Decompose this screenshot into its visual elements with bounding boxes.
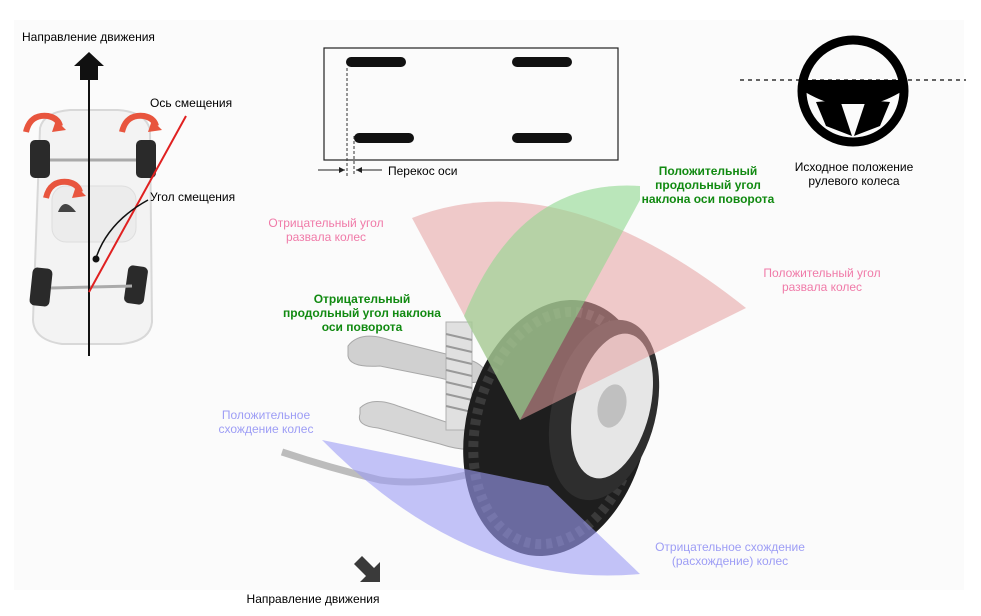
negative-toe-label: Отрицательное схождение (расхождение) ко… — [655, 540, 805, 568]
front-right-wheel — [136, 140, 156, 178]
negative-caster-label: Отрицательный продольный угол наклона ос… — [283, 292, 441, 334]
offset-angle-dot — [92, 255, 100, 263]
axle-skew-frame — [323, 47, 619, 161]
rear-right-wheel — [124, 265, 148, 305]
offset-angle-pointer — [95, 199, 149, 259]
rotate-arrow-icon — [52, 120, 66, 132]
rear-left-wheel — [29, 267, 53, 307]
rear-left-wheel-mark — [354, 133, 414, 143]
steering-neutral-label: Исходное положение рулевого колеса — [794, 160, 914, 188]
rear-right-wheel-mark — [512, 133, 572, 143]
rotate-arrow-icon — [43, 178, 83, 199]
rotate-arrow-icon — [72, 186, 86, 198]
front-right-wheel-mark — [512, 57, 572, 67]
arrow-down-left-icon — [354, 556, 380, 582]
arrow-left-icon — [356, 167, 362, 173]
front-left-wheel — [30, 140, 50, 178]
car-top-view — [23, 109, 162, 345]
wheel-hub — [597, 384, 627, 428]
offset-axis-label: Ось смещения — [150, 96, 233, 110]
direction-label-bottom: Направление движения — [246, 592, 380, 606]
axle-skew-label: Перекос оси — [388, 164, 458, 178]
positive-camber-label: Положительный угол развала колес — [763, 266, 881, 294]
steering-column — [58, 204, 76, 212]
arrow-up-icon — [74, 52, 104, 80]
rotate-arrow-icon — [148, 120, 162, 132]
steering-wheel-icon — [797, 35, 909, 147]
rotate-arrow-icon — [119, 112, 159, 133]
positive-caster-label: Положительный продольный угол наклона ос… — [641, 164, 775, 206]
arrow-right-icon — [339, 167, 345, 173]
front-left-wheel-mark — [346, 57, 406, 67]
negative-camber-label: Отрицательный угол развала колес — [268, 216, 384, 244]
offset-angle-label: Угол смещения — [150, 190, 236, 204]
toe-sector — [322, 440, 640, 576]
caster-sector — [464, 185, 640, 420]
positive-toe-label: Положительное схождение колес — [218, 408, 314, 436]
car-cabin — [51, 185, 137, 243]
rotate-arrow-icon — [23, 112, 63, 133]
direction-label-top: Направление движения — [22, 30, 155, 44]
offset-axis-line — [88, 115, 187, 293]
